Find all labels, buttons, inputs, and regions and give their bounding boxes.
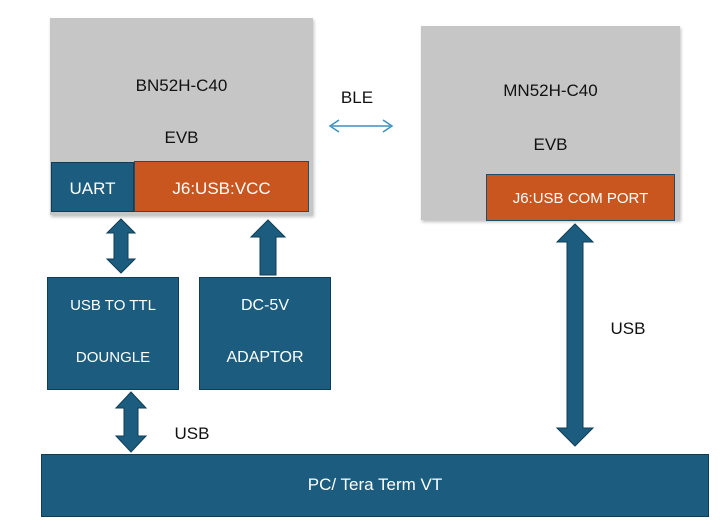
uart-ttl-double-arrow-icon [105, 218, 137, 274]
ttl-pc-double-arrow-icon [114, 391, 148, 453]
mn52h-title: MN52H-C40 [503, 81, 598, 100]
pc-tera-term-block [41, 454, 709, 517]
uart-block [51, 162, 134, 212]
j6-usb-vcc-block [134, 161, 309, 212]
j6-usb-com-port-block [486, 174, 675, 221]
bn52h-evb-label: EVB [164, 128, 199, 147]
usb-label-right: USB [610, 319, 646, 338]
com-port-pc-double-arrow-icon [555, 223, 595, 447]
usb-to-ttl-dongle-block [47, 277, 179, 390]
adaptor-power-up-arrow-icon [249, 219, 287, 276]
bn52h-title: BN52H-C40 [135, 76, 228, 95]
pc-tera-term-label: PC/ Tera Term VT [307, 475, 443, 494]
dc-5v-adaptor-block [199, 277, 331, 390]
usb-label-left: USB [174, 424, 210, 443]
adaptor-line2: ADAPTOR [226, 349, 304, 366]
j6-usb-com-port-label: J6:USB COM PORT [512, 190, 649, 207]
mn52h-evb-label: EVB [533, 135, 568, 154]
ble-label: BLE [340, 88, 374, 107]
ble-double-arrow-icon [328, 119, 394, 133]
usb-to-ttl-line1: USB TO TTL [70, 297, 156, 314]
j6-usb-vcc-label: J6:USB:VCC [172, 179, 271, 198]
adaptor-line1: DC-5V [240, 297, 289, 314]
usb-to-ttl-line2: DOUNGLE [75, 349, 151, 366]
uart-label: UART [69, 179, 116, 198]
